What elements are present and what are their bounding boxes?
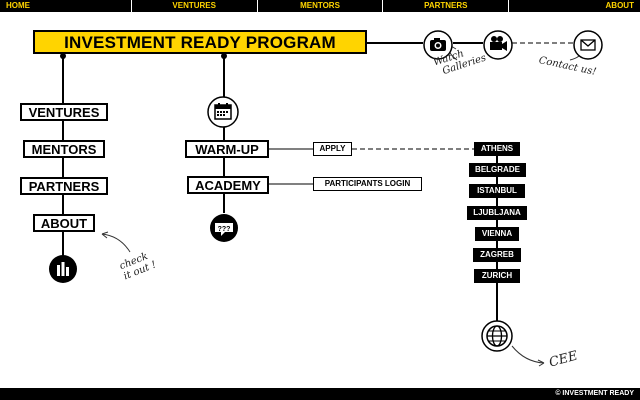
- city-zagreb[interactable]: ZAGREB: [474, 249, 520, 261]
- city-belgrade[interactable]: BELGRADE: [470, 164, 525, 176]
- globe-icon[interactable]: [481, 320, 513, 352]
- copyright-text: © INVESTMENT READY: [555, 390, 634, 397]
- nav-home[interactable]: HOME: [0, 0, 132, 12]
- nav-about[interactable]: ABOUT: [605, 1, 634, 10]
- city-ljubljana[interactable]: LJUBLJANA: [468, 207, 526, 219]
- menu-ventures[interactable]: VENTURES: [20, 103, 108, 121]
- menu-partners[interactable]: PARTNERS: [20, 177, 108, 195]
- city-istanbul[interactable]: ISTANBUL: [470, 185, 524, 197]
- apply-button[interactable]: APPLY: [313, 142, 352, 156]
- bar-chart-icon[interactable]: [48, 254, 78, 284]
- top-navigation: HOME VENTURES MENTORS PARTNERS ABOUT: [0, 0, 640, 12]
- menu-academy[interactable]: ACADEMY: [187, 176, 269, 194]
- menu-mentors[interactable]: MENTORS: [23, 140, 105, 158]
- nav-mentors[interactable]: MENTORS: [258, 0, 384, 12]
- calendar-icon[interactable]: [207, 96, 239, 128]
- participants-login-button[interactable]: PARTICIPANTS LOGIN: [313, 177, 422, 191]
- city-zurich[interactable]: ZURICH: [475, 270, 519, 282]
- menu-warmup[interactable]: WARM-UP: [185, 140, 269, 158]
- video-camera-icon[interactable]: [483, 30, 513, 60]
- question-marks-icon[interactable]: ???: [209, 213, 239, 243]
- nav-partners[interactable]: PARTNERS: [383, 0, 510, 12]
- menu-about[interactable]: ABOUT: [33, 214, 95, 232]
- camera-icon[interactable]: [423, 30, 453, 60]
- city-vienna[interactable]: VIENNA: [476, 228, 518, 240]
- envelope-icon[interactable]: [573, 30, 603, 60]
- svg-text:???: ???: [218, 226, 231, 233]
- program-title[interactable]: INVESTMENT READY PROGRAM: [33, 30, 367, 54]
- nav-ventures[interactable]: VENTURES: [132, 0, 258, 12]
- footer: © INVESTMENT READY: [0, 388, 640, 400]
- city-athens[interactable]: ATHENS: [475, 143, 519, 155]
